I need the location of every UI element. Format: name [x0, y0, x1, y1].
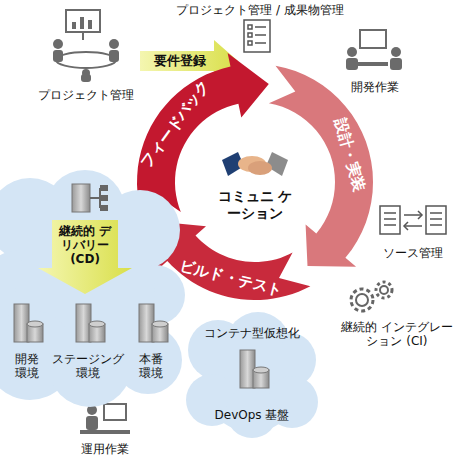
arrow-outline — [269, 66, 373, 267]
caption-label: プロジェクト管理 / 成果物管理 — [140, 3, 380, 17]
cloud-puff — [48, 323, 132, 407]
caption-label: 運用作業 — [70, 442, 140, 456]
cloud-region: 継続的 デリバリー (CD) 開発 環境ステージング 環境本番 環境 — [0, 180, 175, 402]
caption-label: コミュニ ケーション — [215, 188, 295, 222]
cloud-label: 継続的 デリバリー (CD) — [53, 224, 117, 266]
cloud-region: コンテナ型仮想化 DevOps 基盤 — [188, 320, 316, 434]
arrow-label: 要件登録 — [146, 53, 214, 69]
caption-label: 継続的 インテグレーション (CI) — [338, 320, 456, 348]
cloud-icons — [240, 350, 269, 388]
cloud-label: DevOps 基盤 — [194, 408, 310, 422]
cloud-label: コンテナ型仮想化 — [194, 326, 310, 340]
cloud-label: 開発 環境 — [12, 352, 42, 380]
caption-label: プロジェクト管理 — [28, 88, 144, 102]
cloud-icons — [14, 184, 168, 342]
cloud-label: ステージング 環境 — [48, 352, 128, 380]
cycle-arrow: 設計・実装 — [268, 65, 373, 267]
cloud-label: 本番 環境 — [136, 352, 166, 380]
caption-label: ソース管理 — [370, 246, 456, 260]
caption-label: 開発作業 — [338, 80, 412, 94]
